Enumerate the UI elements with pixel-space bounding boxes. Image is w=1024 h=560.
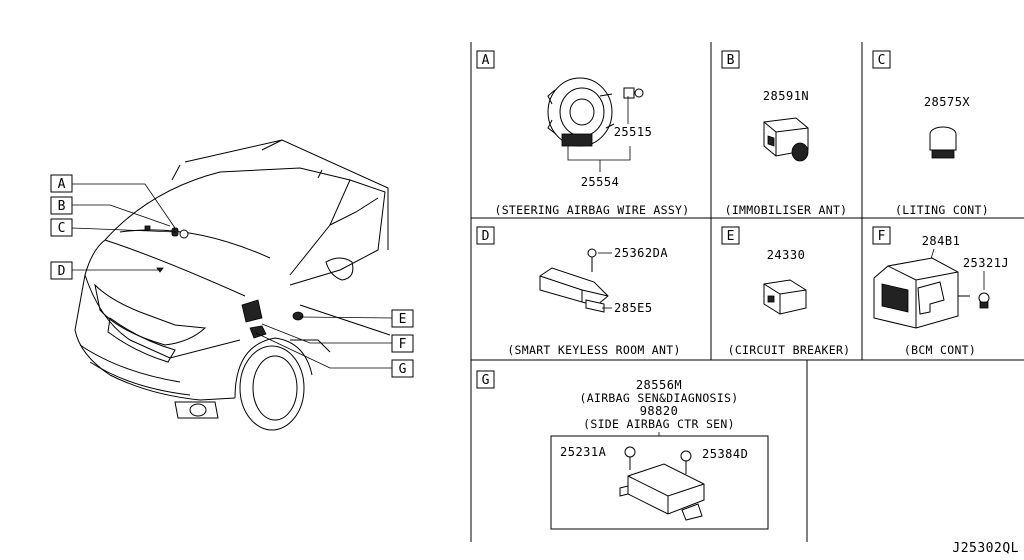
- panel-g-detail-frame: [550, 435, 769, 530]
- callout-a: A: [58, 177, 66, 192]
- part-number-28556m: 28556M: [636, 378, 682, 392]
- callout-e: E: [399, 312, 407, 327]
- part-number-284b1: 284B1: [922, 234, 961, 248]
- panel-f-caption: (BCM CONT): [904, 343, 976, 357]
- callout-b: B: [58, 199, 66, 214]
- callout-leaders: [71, 183, 393, 369]
- panel-key-b: B: [727, 53, 735, 68]
- part-number-25321j: 25321J: [963, 256, 1009, 270]
- circuit-breaker-illustration: [763, 279, 807, 315]
- steering-airbag-wire-assy-illustration: [547, 77, 644, 147]
- part-number-25515: 25515: [614, 125, 653, 139]
- panel-b: B 28591N (IMMOBILISER ANT): [721, 50, 848, 217]
- immobiliser-ant-illustration: [763, 117, 809, 162]
- callout-c: C: [58, 221, 66, 236]
- panel-c: C 28575X (LITING CONT): [872, 50, 989, 217]
- part-number-25362da: 25362DA: [614, 246, 668, 260]
- airbag-sen-diagnosis-label: (AIRBAG SEN&DIAGNOSIS): [580, 391, 739, 405]
- panel-key-c: C: [878, 53, 886, 68]
- diagram-id: J25302QL: [952, 541, 1019, 556]
- vehicle-illustration: [74, 139, 391, 431]
- part-number-25384d: 25384D: [702, 447, 748, 461]
- part-number-24330: 24330: [767, 248, 806, 262]
- panel-d-caption: (SMART KEYLESS ROOM ANT): [507, 343, 680, 357]
- side-airbag-ctr-sen-label: (SIDE AIRBAG CTR SEN): [583, 417, 735, 431]
- panel-e-caption: (CIRCUIT BREAKER): [728, 343, 851, 357]
- callout-boxes: A B C D E F G: [50, 174, 414, 378]
- panel-key-g: G: [482, 373, 490, 388]
- panel-grid: [470, 42, 1024, 542]
- panel-g: G 28556M (AIRBAG SEN&DIAGNOSIS) 98820 (S…: [476, 370, 769, 530]
- callout-d: D: [58, 264, 66, 279]
- panel-key-d: D: [482, 229, 490, 244]
- panel-key-e: E: [727, 229, 735, 244]
- panel-b-caption: (IMMOBILISER ANT): [725, 203, 848, 217]
- panel-key-f: F: [878, 229, 886, 244]
- panel-e: E 24330 (CIRCUIT BREAKER): [721, 226, 851, 357]
- smart-keyless-room-ant-illustration: [539, 248, 609, 313]
- bcm-cont-illustration: [873, 257, 990, 329]
- panel-key-a: A: [482, 53, 490, 68]
- panel-a-caption: (STEERING AIRBAG WIRE ASSY): [494, 203, 689, 217]
- part-number-25554: 25554: [581, 175, 620, 189]
- panel-d: D 25362DA 285E5 (SMART KEYLESS ROOM ANT): [476, 226, 680, 357]
- part-number-25231a: 25231A: [560, 445, 607, 459]
- liting-cont-illustration: [929, 126, 957, 159]
- callout-f: F: [399, 337, 407, 352]
- part-number-98820: 98820: [640, 404, 679, 418]
- panel-a: A 25515 25554 (STEERING AIRBAG WIRE ASSY…: [476, 50, 689, 217]
- part-number-285e5: 285E5: [614, 301, 653, 315]
- panel-f: F 284B1 25321J (BCM CONT): [872, 226, 1009, 357]
- callout-g: G: [399, 362, 407, 377]
- panel-c-caption: (LITING CONT): [895, 203, 989, 217]
- part-number-28575x: 28575X: [924, 95, 971, 109]
- part-number-28591n: 28591N: [763, 89, 809, 103]
- airbag-sensor-unit-illustration: [619, 446, 705, 521]
